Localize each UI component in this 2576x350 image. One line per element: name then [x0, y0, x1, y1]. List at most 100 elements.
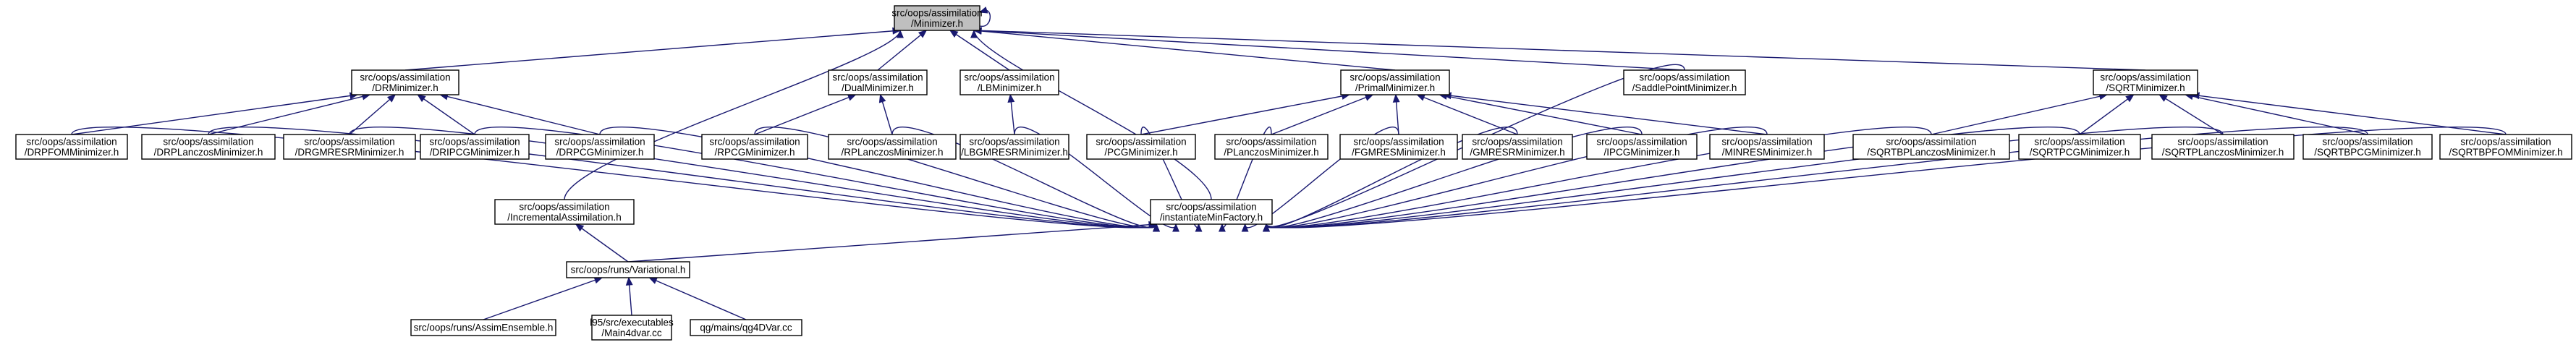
edge-rplanczos-to-instantiate — [891, 127, 1160, 232]
edge-arrowhead — [1195, 223, 1203, 232]
node-drminimizer[interactable]: src/oops/assimilation/DRMinimizer.h — [351, 69, 459, 95]
node-sqrtpcg[interactable]: src/oops/assimilation/SQRTPCGMinimizer.h — [2018, 134, 2141, 160]
node-sqrtbpcg[interactable]: src/oops/assimilation/SQRTBPCGMinimizer.… — [2302, 134, 2433, 160]
edge-instantiate-to-minimizer — [970, 29, 1212, 200]
edge-rpcg-to-dualminimizer — [754, 94, 857, 135]
node-drplanczos[interactable]: src/oops/assimilation/DRPLanczosMinimize… — [141, 134, 276, 160]
edge-line — [877, 30, 927, 71]
node-label: src/oops/assimilation — [26, 136, 116, 147]
node-box — [591, 315, 672, 341]
edge-line — [2079, 94, 2135, 135]
edge-variational-to-incremental — [575, 223, 629, 262]
node-label: /DRPFOMMinimizer.h — [25, 147, 119, 158]
edge-sqrtplanczos-to-sqrtminimizer — [2158, 94, 2224, 135]
edge-line — [1266, 127, 1932, 229]
node-lbgmresr[interactable]: src/oops/assimilation/LBGMRESRMinimizer.… — [959, 134, 1069, 160]
edge-line — [1266, 127, 1518, 229]
node-label: src/oops/assimilation — [1639, 72, 1729, 82]
node-label: /Minimizer.h — [911, 18, 963, 29]
node-rpcg[interactable]: src/oops/assimilation/RPCGMinimizer.h — [701, 134, 808, 160]
edge-line — [1271, 94, 1373, 135]
edge-drpcg-to-drminimizer — [439, 93, 601, 135]
node-label: src/oops/assimilation — [429, 136, 520, 147]
node-box — [420, 134, 530, 160]
node-lbminimizer[interactable]: src/oops/assimilation/LBMinimizer.h — [959, 69, 1059, 95]
node-rplanczos[interactable]: src/oops/assimilation/RPLanczosMinimizer… — [828, 134, 957, 160]
node-assimensemble[interactable]: src/oops/runs/AssimEnsemble.h — [410, 319, 556, 336]
edge-arrowhead — [1153, 223, 1160, 232]
edge-incremental-to-minimizer — [564, 29, 904, 200]
node-drgmresr[interactable]: src/oops/assimilation/DRGMRESRMinimizer.… — [283, 134, 416, 160]
edge-variational-to-instantiate — [627, 221, 1158, 262]
node-sqrtplanczos[interactable]: src/oops/assimilation/SQRTPLanczosMinimi… — [2151, 134, 2295, 160]
edge-minres-to-primalminimizer — [1442, 92, 1768, 135]
node-drpfom[interactable]: src/oops/assimilation/DRPFOMMinimizer.h — [15, 134, 128, 160]
node-pcg[interactable]: src/oops/assimilation/PCGMinimizer.h — [1086, 134, 1196, 160]
node-qg4dvar[interactable]: qg/mains/qg4DVar.cc — [690, 319, 802, 336]
node-layer: src/oops/assimilation/Minimizer.hsrc/oop… — [15, 5, 2572, 341]
node-drpcg[interactable]: src/oops/assimilation/DRPCGMinimizer.h — [545, 134, 655, 160]
node-primalminimizer[interactable]: src/oops/assimilation/PrimalMinimizer.h — [1340, 69, 1450, 95]
node-label: src/oops/assimilation — [1166, 201, 1256, 212]
node-sqrtminimizer[interactable]: src/oops/assimilation/SQRTMinimizer.h — [2093, 69, 2198, 95]
node-label: qg/mains/qg4DVar.cc — [700, 323, 792, 333]
edge-line — [208, 94, 370, 135]
node-box — [566, 261, 690, 278]
edge-lbgmresr-to-lbminimizer — [1007, 93, 1015, 135]
node-ipcg[interactable]: src/oops/assimilation/IPCGMinimizer.h — [1586, 134, 1698, 160]
node-label: src/oops/assimilation — [969, 136, 1059, 147]
node-label: /DRPLanczosMinimizer.h — [154, 147, 263, 158]
edge-line — [1443, 94, 1768, 135]
edge-minimizer-to-minimizer — [978, 7, 991, 27]
node-label: /IPCGMinimizer.h — [1603, 147, 1679, 158]
node-label: /SaddlePointMinimizer.h — [1632, 82, 1737, 93]
node-incremental[interactable]: src/oops/assimilation/IncrementalAssimil… — [494, 199, 635, 225]
node-label: /DualMinimizer.h — [842, 82, 914, 93]
node-label: src/oops/assimilation — [1596, 136, 1687, 147]
node-fgmres[interactable]: src/oops/assimilation/FGMRESMinimizer.h — [1339, 134, 1458, 160]
node-box — [545, 134, 655, 160]
node-label: /DRPCGMinimizer.h — [556, 147, 644, 158]
edge-assimensemble-to-variational — [483, 276, 603, 320]
node-label: src/oops/assimilation — [304, 136, 394, 147]
node-sqrtbpfom[interactable]: src/oops/assimilation/SQRTBPFOMMinimizer… — [2439, 134, 2572, 160]
edge-line — [599, 127, 1157, 229]
edge-arrowhead — [847, 94, 857, 101]
node-label: /FGMRESMinimizer.h — [1352, 147, 1446, 158]
edge-line — [2185, 94, 2368, 135]
node-main4dvar[interactable]: l95/src/executables/Main4dvar.cc — [590, 315, 674, 341]
edge-line — [949, 30, 1010, 71]
node-label: /RPLanczosMinimizer.h — [841, 147, 943, 158]
edge-line — [1014, 127, 1177, 229]
edge-sqrtminimizer-to-minimizer — [973, 27, 2146, 71]
node-instantiate[interactable]: src/oops/assimilation/instantiateMinFact… — [1150, 199, 1273, 225]
node-gmresr[interactable]: src/oops/assimilation/GMRESRMinimizer.h — [1462, 134, 1573, 160]
node-variational[interactable]: src/oops/runs/Variational.h — [566, 261, 690, 278]
edge-dualminimizer-to-minimizer — [877, 30, 928, 71]
node-label: src/oops/assimilation — [847, 136, 937, 147]
edge-arrowhead — [625, 276, 633, 286]
edge-lbgmresr-to-instantiate — [1014, 127, 1179, 232]
node-box — [410, 319, 556, 336]
edge-line — [2158, 94, 2224, 135]
node-label: /SQRTPCGMinimizer.h — [2030, 147, 2130, 158]
edge-arrowhead — [878, 93, 886, 103]
node-box — [1086, 134, 1196, 160]
node-minres[interactable]: src/oops/assimilation/MINRESMinimizer.h — [1709, 134, 1825, 160]
edge-line — [973, 30, 1396, 71]
node-planczos[interactable]: src/oops/assimilation/PLanczosMinimizer.… — [1214, 134, 1329, 160]
edge-line — [404, 30, 901, 71]
node-label: /SQRTBPCGMinimizer.h — [2314, 147, 2421, 158]
node-saddlepoint[interactable]: src/oops/assimilation/SaddlePointMinimiz… — [1623, 69, 1746, 95]
node-label: src/oops/assimilation — [891, 7, 982, 18]
edge-planczos-to-primalminimizer — [1271, 94, 1374, 135]
node-sqrtbplanczos[interactable]: src/oops/assimilation/SQRTBPLanczosMinim… — [1852, 134, 2010, 160]
node-label: src/oops/assimilation — [2100, 72, 2190, 82]
edge-line — [1266, 127, 1768, 229]
node-minimizer[interactable]: src/oops/assimilation/Minimizer.h — [891, 5, 983, 31]
node-dualminimizer[interactable]: src/oops/assimilation/DualMinimizer.h — [828, 69, 928, 95]
node-box — [1340, 69, 1450, 95]
edge-line — [973, 30, 2146, 71]
node-dripcg[interactable]: src/oops/assimilation/DRIPCGMinimizer.h — [420, 134, 530, 160]
